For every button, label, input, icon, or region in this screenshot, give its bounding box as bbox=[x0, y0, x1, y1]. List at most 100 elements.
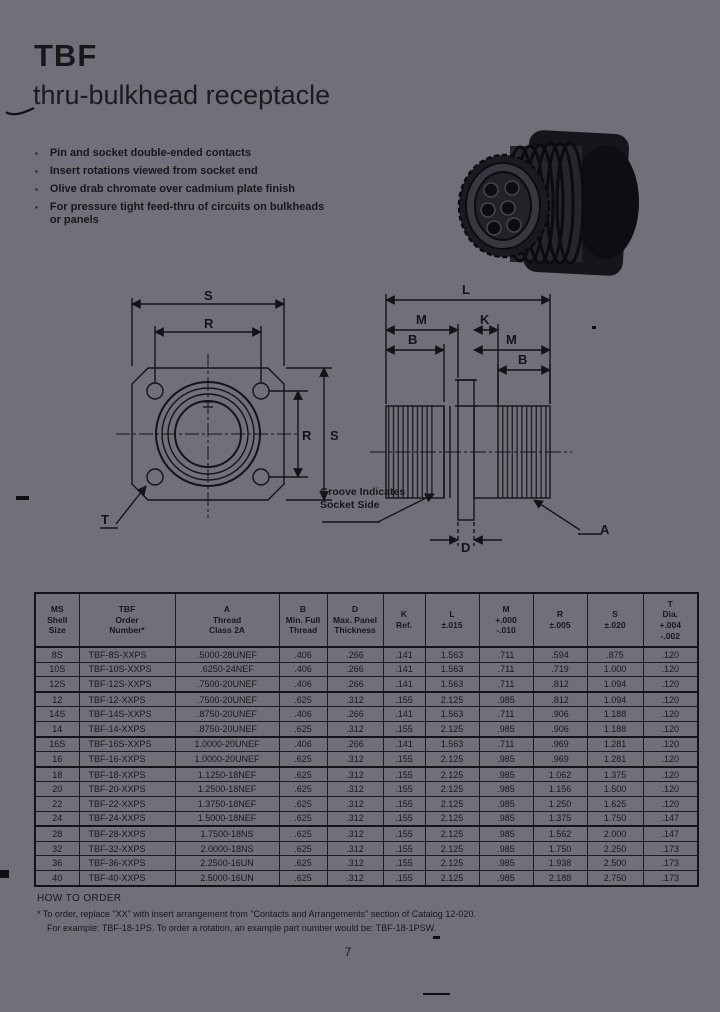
table-cell: .985 bbox=[478, 810, 534, 828]
table-cell: 1.500 bbox=[586, 781, 644, 797]
table-cell: .406 bbox=[278, 646, 328, 663]
table-cell: .312 bbox=[326, 691, 384, 708]
table-cell: .985 bbox=[478, 781, 534, 797]
table-cell: 1.938 bbox=[532, 855, 588, 871]
table-cell: .985 bbox=[478, 751, 534, 768]
table-cell: .625 bbox=[278, 781, 328, 797]
table-cell: 2.125 bbox=[424, 869, 480, 887]
table-cell: .147 bbox=[642, 825, 699, 842]
how-to-order: HOW TO ORDER * To order, replace "XX" wi… bbox=[37, 891, 476, 935]
table-cell: .155 bbox=[382, 691, 426, 708]
feature-text: Pin and socket double-ended contacts bbox=[49, 147, 251, 159]
table-cell: .312 bbox=[326, 869, 384, 887]
table-cell: 2.125 bbox=[424, 766, 480, 783]
table-cell: .7500-20UNEF bbox=[174, 676, 280, 693]
table-cell: .155 bbox=[382, 840, 426, 857]
table-cell: .312 bbox=[326, 825, 384, 842]
table-cell: 12S bbox=[34, 676, 80, 693]
table-cell: .147 bbox=[642, 810, 699, 828]
how-to-order-line2: For example: TBF-18-1PS. To order a rota… bbox=[47, 922, 437, 933]
table-cell: 18 bbox=[34, 766, 80, 783]
table-cell: TBF-36-XXPS bbox=[78, 855, 176, 871]
table-cell: 36 bbox=[34, 855, 80, 871]
front-view-drawing: S R R S T bbox=[100, 288, 339, 529]
dim-label-d: D bbox=[461, 540, 470, 554]
table-cell: .141 bbox=[382, 661, 426, 678]
table-cell: 2.125 bbox=[424, 781, 480, 797]
table-cell: 1.0000-20UNEF bbox=[174, 736, 280, 753]
table-cell: .625 bbox=[278, 810, 328, 828]
table-cell: 2.000 bbox=[586, 825, 644, 842]
table-cell: 22 bbox=[34, 795, 80, 812]
table-cell: 28 bbox=[34, 825, 80, 842]
table-cell: .625 bbox=[278, 751, 328, 768]
table-cell: .120 bbox=[642, 795, 699, 812]
table-cell: 2.188 bbox=[532, 869, 588, 887]
table-cell: TBF-20-XXPS bbox=[78, 781, 176, 797]
dim-label-b-right: B bbox=[518, 352, 527, 367]
table-cell: 2.125 bbox=[424, 825, 480, 842]
table-cell: 40 bbox=[34, 869, 80, 887]
dim-label-b-left: B bbox=[408, 332, 417, 347]
table-cell: 2.2500-16UN bbox=[174, 855, 280, 871]
table-cell: 1.188 bbox=[586, 706, 644, 722]
feature-item: ▪Pin and socket double-ended contacts bbox=[35, 147, 375, 160]
table-cell: .141 bbox=[382, 676, 426, 693]
table-cell: TBF-16S-XXPS bbox=[78, 736, 176, 753]
table-cell: .985 bbox=[478, 795, 534, 812]
dim-label-a: A bbox=[600, 522, 610, 537]
table-cell: .8750-20UNEF bbox=[174, 720, 280, 738]
table-cell: .155 bbox=[382, 720, 426, 738]
table-cell: .312 bbox=[326, 795, 384, 812]
table-cell: 1.094 bbox=[586, 691, 644, 708]
table-cell: 16 bbox=[34, 751, 80, 768]
how-to-order-heading: HOW TO ORDER bbox=[37, 893, 122, 904]
scan-artifact bbox=[433, 936, 440, 939]
table-cell: .969 bbox=[532, 736, 588, 753]
table-cell: 1.750 bbox=[532, 840, 588, 857]
scan-artifact bbox=[0, 870, 9, 878]
column-header: D Max. Panel Thickness bbox=[326, 592, 384, 648]
table-cell: TBF-14S-XXPS bbox=[78, 706, 176, 722]
table-cell: .120 bbox=[642, 736, 699, 753]
table-cell: .406 bbox=[278, 706, 328, 722]
table-cell: 1.5000-18NEF bbox=[174, 810, 280, 828]
table-cell: .5000-28UNEF bbox=[174, 646, 280, 663]
feature-item: ▪Olive drab chromate over cadmium plate … bbox=[35, 183, 375, 196]
side-view-drawing: L M K B M B A D bbox=[322, 282, 610, 554]
table-cell: 12 bbox=[34, 691, 80, 708]
table-cell: .985 bbox=[478, 869, 534, 887]
table-cell: .906 bbox=[532, 706, 588, 722]
column-header: B Min. Full Thread bbox=[278, 592, 328, 648]
table-cell: .141 bbox=[382, 646, 426, 663]
column-header: TBF Order Number* bbox=[78, 592, 176, 648]
table-cell: TBF-8S-XXPS bbox=[78, 646, 176, 663]
dim-label-k: K bbox=[480, 312, 490, 327]
table-cell: 2.750 bbox=[586, 869, 644, 887]
table-cell: .312 bbox=[326, 781, 384, 797]
table-cell: .120 bbox=[642, 781, 699, 797]
table-cell: .711 bbox=[478, 646, 534, 663]
table-cell: .312 bbox=[326, 766, 384, 783]
scan-artifact bbox=[423, 993, 450, 995]
page-title: TBF bbox=[34, 38, 98, 73]
scan-artifact bbox=[16, 496, 29, 500]
table-cell: 2.250 bbox=[586, 840, 644, 857]
column-header: R ±.005 bbox=[532, 592, 588, 648]
table-cell: .594 bbox=[532, 646, 588, 663]
dim-label-l: L bbox=[462, 282, 470, 297]
dim-label-r-side: R bbox=[302, 428, 312, 443]
table-cell: .155 bbox=[382, 869, 426, 887]
bullet-icon: ▪ bbox=[35, 203, 38, 212]
table-cell: TBF-14-XXPS bbox=[78, 720, 176, 738]
table-cell: .625 bbox=[278, 825, 328, 842]
connector-photo bbox=[457, 130, 639, 276]
how-to-order-line1: * To order, replace "XX" with insert arr… bbox=[37, 909, 476, 919]
table-cell: .155 bbox=[382, 810, 426, 828]
table-cell: .625 bbox=[278, 795, 328, 812]
column-header: S ±.020 bbox=[586, 592, 644, 648]
